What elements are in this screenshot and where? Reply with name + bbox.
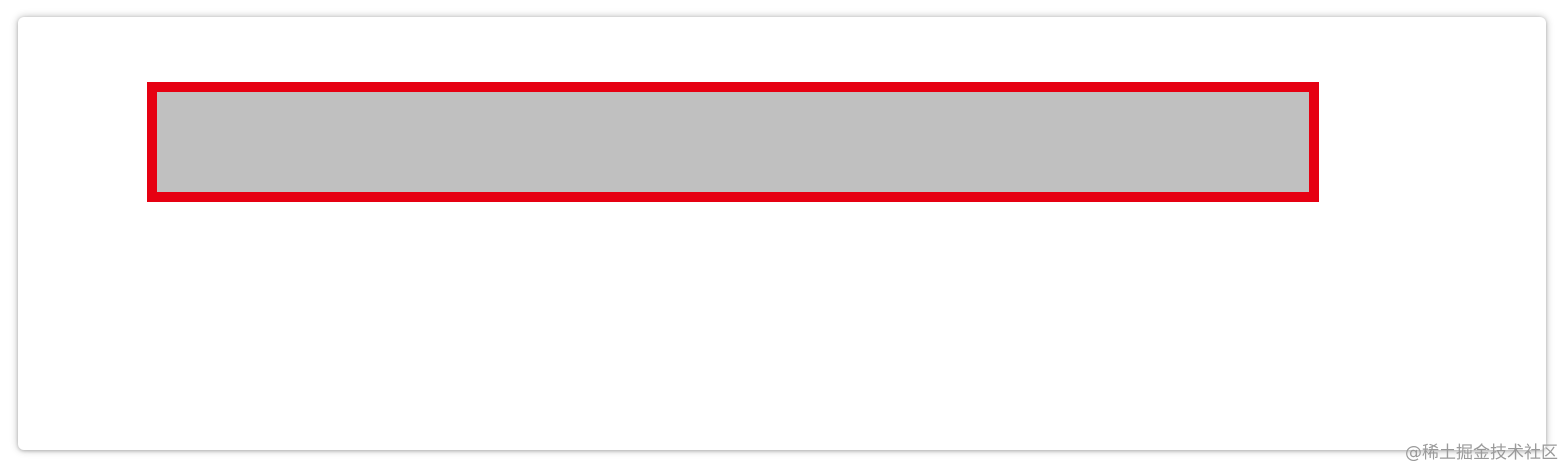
content-card bbox=[18, 17, 1546, 450]
watermark: @稀土掘金技术社区 bbox=[1405, 443, 1558, 463]
bordered-gray-box bbox=[147, 82, 1319, 202]
